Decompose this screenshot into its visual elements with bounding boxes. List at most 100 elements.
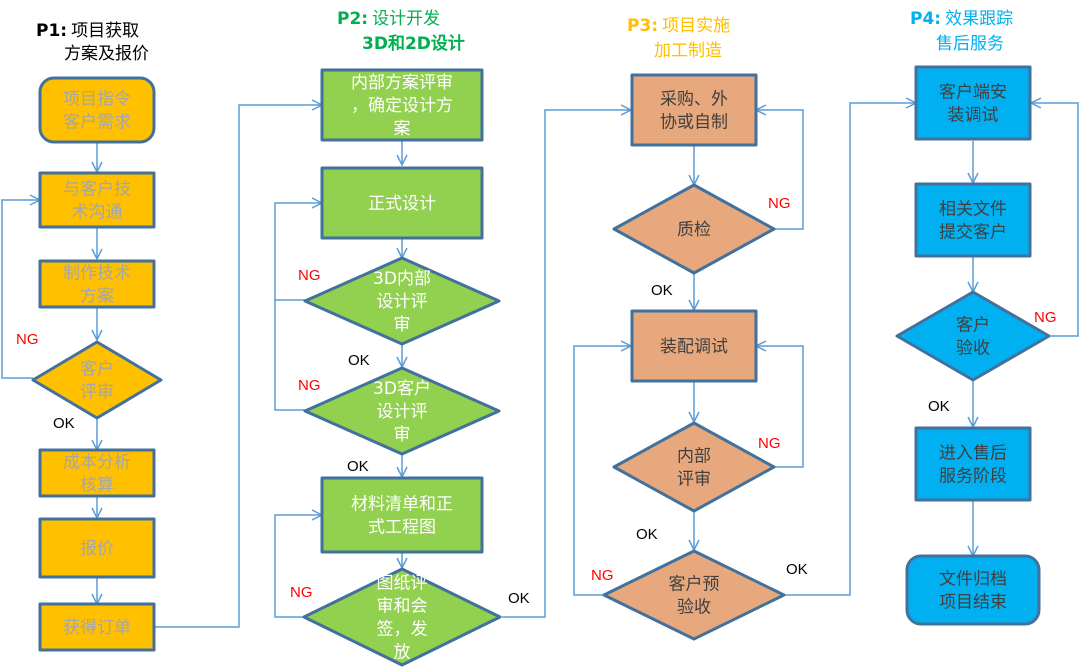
connector-ng-loop [274, 300, 306, 411]
node-label: 签，发 [377, 620, 428, 640]
phase-title-p4: P4:效果跟踪 售后服务 [910, 9, 1013, 54]
node-label: 设计评 [377, 292, 428, 312]
ng-label: NG [768, 195, 791, 212]
connector-p2-to-p3 [502, 104, 633, 618]
node-label: 质检 [677, 220, 711, 240]
node-label: 案 [394, 119, 411, 139]
svg-text:P2:设计开发: P2:设计开发 [337, 9, 440, 29]
node-p3-assembly: 装配调试 [630, 309, 758, 383]
decision-diamond [303, 366, 501, 456]
decision-diamond [31, 340, 163, 420]
node-label: 验收 [956, 339, 990, 359]
node-label: 相关文件 [939, 200, 1007, 220]
node-label: 审 [394, 315, 411, 335]
process-box [38, 517, 156, 579]
process-box [630, 309, 758, 383]
node-label: 验收 [677, 598, 711, 618]
process-box [38, 602, 156, 652]
connectors [1, 97, 1079, 628]
phase-title-p3: P3:项目实施 加工制造 [627, 16, 730, 61]
node-label: 进入售后 [939, 444, 1007, 464]
node-p2-formal: 正式设计 [320, 166, 484, 240]
ok-label: OK [53, 415, 75, 432]
node-label: 术沟通 [72, 203, 123, 223]
node-label: 评审 [80, 383, 114, 403]
svg-text:3D和2D设计: 3D和2D设计 [362, 33, 465, 54]
node-label: 获得订单 [63, 618, 131, 638]
process-box [320, 166, 484, 240]
decision-diamond [612, 421, 776, 513]
svg-text:P1:项目获取: P1:项目获取 [36, 21, 139, 41]
node-label: 材料清单和正 [351, 495, 453, 515]
node-label: 客户需求 [63, 113, 131, 133]
decision-diamond [612, 183, 776, 275]
node-label: 服务阶段 [939, 467, 1007, 487]
connector-ng-loop [274, 197, 324, 301]
node-label: 核算 [80, 476, 114, 496]
terminal-box [38, 76, 156, 144]
node-p3-qc: 质检 [612, 183, 776, 275]
connector-ng-loop [274, 509, 324, 618]
ng-label: NG [758, 435, 781, 452]
node-label: 采购、外 [660, 90, 728, 110]
node-label: 报价 [80, 539, 114, 559]
decision-diamond [302, 567, 502, 667]
node-label: 3D客户 [373, 379, 431, 399]
ok-label: OK [508, 590, 530, 607]
connector-ng-loop [754, 104, 804, 230]
ok-label: OK [636, 526, 658, 543]
ng-label: NG [298, 377, 321, 394]
svg-text:P3:项目实施: P3:项目实施 [627, 16, 730, 36]
ok-label: OK [651, 282, 673, 299]
process-box [320, 68, 484, 142]
phase-title-p1: P1:项目获取 方案及报价 [36, 21, 149, 64]
process-box [914, 426, 1032, 502]
ng-label: NG [298, 267, 321, 284]
node-label: 客户 [956, 316, 990, 336]
svg-text:加工制造: 加工制造 [654, 41, 722, 61]
node-label: ，确定设计方 [351, 96, 453, 116]
ok-label: OK [348, 352, 370, 369]
process-box [914, 182, 1032, 258]
process-box [320, 476, 484, 554]
process-box [38, 259, 156, 309]
process-box [914, 65, 1032, 141]
node-label: 客户预 [669, 575, 720, 595]
ok-label: OK [786, 561, 808, 578]
node-label: 制作技术 [63, 264, 131, 284]
node-label: 文件归档 [939, 570, 1007, 590]
node-label: 项目指令 [63, 90, 131, 110]
node-label: 式工程图 [368, 518, 436, 538]
node-label: 装配调试 [660, 337, 728, 357]
node-label: 放 [394, 643, 411, 663]
node-p1-order: 获得订单 [38, 602, 156, 652]
node-label: 协或自制 [660, 113, 728, 133]
ok-label: OK [928, 398, 950, 415]
edge-labels: NG OK NG OK NG OK NG OK NG OK NG OK NG O… [16, 195, 1057, 607]
connector-ng-loop [1, 194, 42, 379]
nodes: 项目指令客户需求与客户技术沟通制作技术方案客户评审成本分析核算报价获得订单内部方… [31, 65, 1051, 667]
connector-ng-loop [754, 340, 804, 468]
node-label: 方案 [80, 287, 114, 307]
process-box [630, 73, 758, 147]
node-label: 3D内部 [373, 269, 431, 289]
connector-p3-to-p4 [784, 97, 918, 596]
node-label: 装调试 [948, 106, 999, 126]
connector-p1-to-p2 [155, 99, 324, 628]
node-label: 项目结束 [939, 593, 1007, 613]
node-label: 审和会 [377, 597, 428, 617]
node-label: 设计评 [377, 402, 428, 422]
node-label: 内部方案评审 [351, 73, 453, 93]
